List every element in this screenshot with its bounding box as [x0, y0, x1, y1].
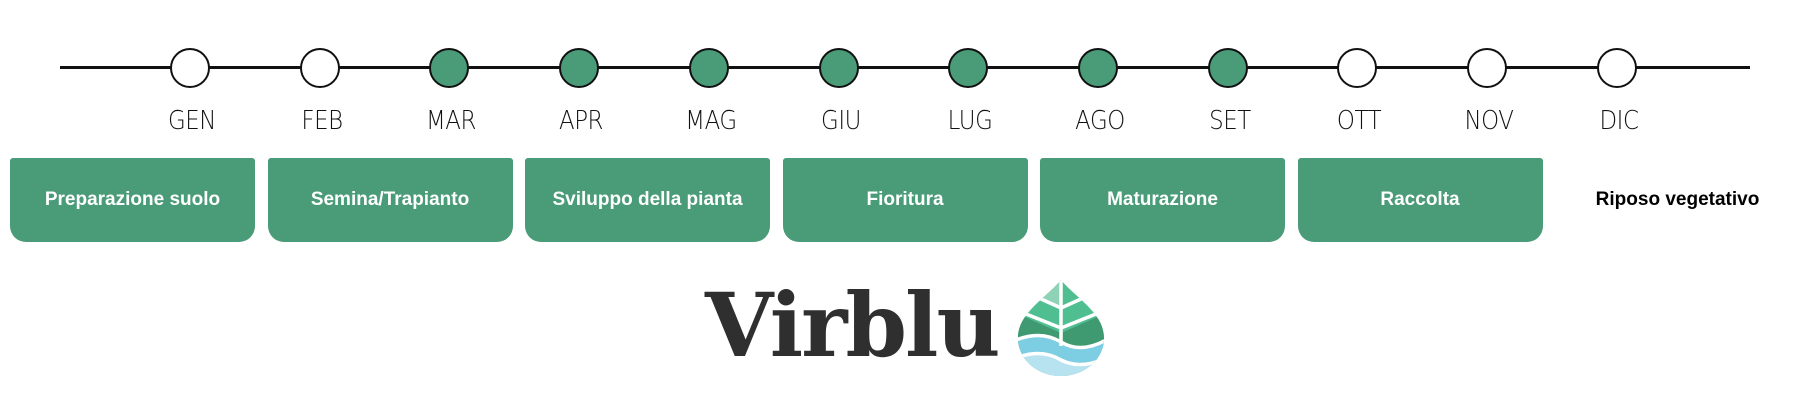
month-marker-dic [1596, 48, 1637, 88]
brand-logo-text: Virblu [705, 273, 1000, 377]
month-marker-feb [299, 48, 340, 88]
phase-box: Fioritura [782, 158, 1028, 242]
month-label: SET [1208, 106, 1251, 136]
month-marker-mag [688, 48, 729, 88]
month-marker-gen [170, 48, 210, 88]
month-label: FEB [301, 106, 343, 136]
month-marker-giu [818, 48, 859, 88]
phase-box: Maturazione [1040, 158, 1285, 242]
month-marker-ott [1337, 48, 1378, 88]
phase-riposo-vegetativo: Riposo vegetativo [1595, 189, 1760, 210]
phase-box: Semina/Trapianto [267, 158, 513, 242]
month-label: MAR [426, 106, 477, 136]
month-label: OTT [1337, 106, 1382, 136]
leaf-water-logo-icon [1018, 280, 1104, 376]
month-label: LUG [947, 106, 993, 136]
month-label: NOV [1464, 106, 1515, 136]
month-label: MAG [685, 106, 737, 136]
month-marker-mar [429, 48, 470, 88]
phase-box: Preparazione suolo [10, 158, 255, 242]
month-label: APR [559, 106, 604, 136]
month-marker-set [1207, 48, 1248, 88]
month-label: DIC [1599, 106, 1639, 136]
month-label: GIU [820, 106, 861, 136]
month-marker-ago [1077, 48, 1118, 88]
month-marker-lug [948, 48, 989, 88]
phase-box: Raccolta [1297, 158, 1543, 242]
month-marker-nov [1467, 48, 1508, 88]
month-label: AGO [1075, 106, 1125, 136]
month-label: GEN [168, 106, 216, 136]
timeline-line [60, 66, 1750, 69]
phase-box: Sviluppo della pianta [525, 158, 770, 242]
month-marker-apr [559, 48, 600, 88]
